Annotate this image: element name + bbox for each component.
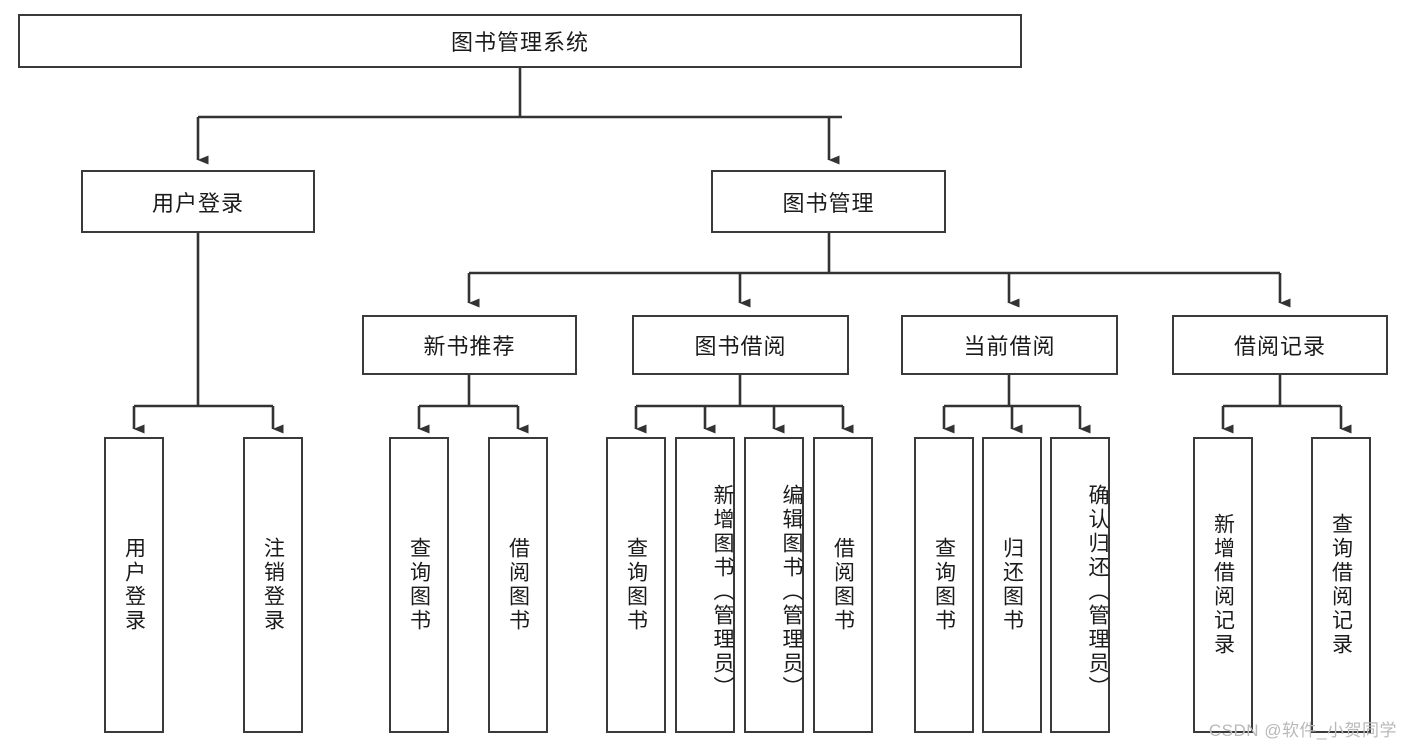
csdn-watermark: CSDN @软件_小贺同学 [1208,721,1397,740]
node-current-borrow[interactable]: 当前借阅 [901,315,1118,375]
leaf-current-query-book[interactable]: 查询图书 [914,437,974,733]
node-user-login[interactable]: 用户登录 [81,170,315,233]
leaf-record-query-record[interactable]: 查询借阅记录 [1311,437,1371,733]
leaf-borrow-query-book[interactable]: 查询图书 [606,437,666,733]
node-new-book-recommend[interactable]: 新书推荐 [362,315,577,375]
leaf-current-return-book[interactable]: 归还图书 [982,437,1042,733]
leaf-newbook-query-book[interactable]: 查询图书 [389,437,449,733]
leaf-current-confirm-return-admin[interactable]: 确认归还（管理员） [1050,437,1110,733]
leaf-borrow-borrow-book[interactable]: 借阅图书 [813,437,873,733]
leaf-record-add-record[interactable]: 新增借阅记录 [1193,437,1253,733]
leaf-user-login-signout[interactable]: 注销登录 [243,437,303,733]
leaf-user-login-signin[interactable]: 用户登录 [104,437,164,733]
leaf-newbook-borrow-book[interactable]: 借阅图书 [488,437,548,733]
node-root-system[interactable]: 图书管理系统 [18,14,1022,68]
node-borrow-record[interactable]: 借阅记录 [1172,315,1388,375]
leaf-borrow-edit-book-admin[interactable]: 编辑图书（管理员） [744,437,804,733]
node-book-borrow[interactable]: 图书借阅 [632,315,849,375]
node-book-management[interactable]: 图书管理 [711,170,946,233]
leaf-borrow-add-book-admin[interactable]: 新增图书（管理员） [675,437,735,733]
